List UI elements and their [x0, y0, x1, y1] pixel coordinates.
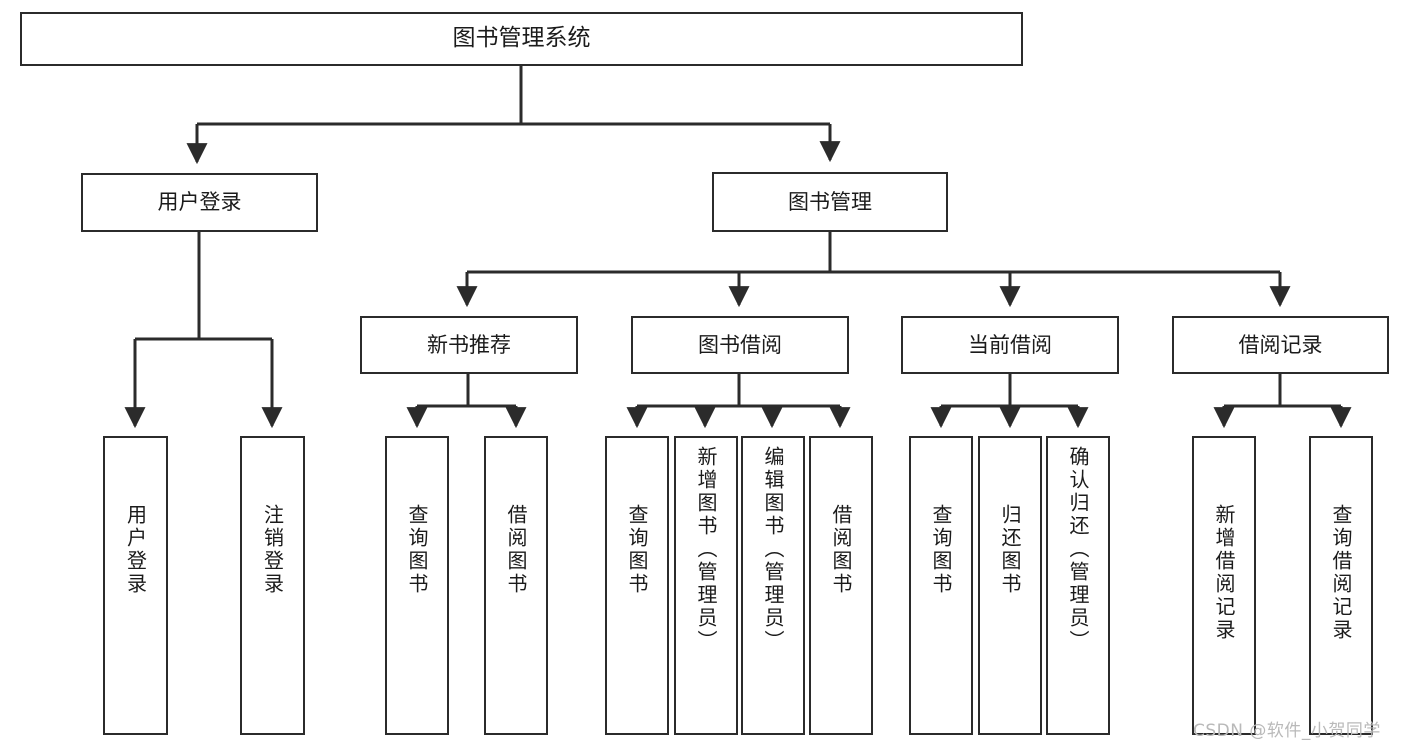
node-label: 图书借阅: [698, 332, 782, 357]
node-label: 归还图书: [998, 504, 1022, 596]
node-label: 借阅图书: [829, 504, 853, 596]
leaf-logout[interactable]: 注销登录: [240, 436, 305, 735]
node-label: 查询图书: [929, 504, 953, 596]
node-label: 借阅记录: [1238, 332, 1323, 357]
leaf-edit-book-admin[interactable]: 编辑图书（管理员）: [741, 436, 805, 735]
leaf-add-book-admin[interactable]: 新增图书（管理员）: [674, 436, 738, 735]
node-user-login[interactable]: 用户登录: [81, 173, 318, 232]
node-root-book-management-system[interactable]: 图书管理系统: [20, 12, 1023, 66]
node-label: 新书推荐: [427, 332, 511, 357]
leaf-borrow-book-recommend[interactable]: 借阅图书: [484, 436, 548, 735]
node-label: 图书管理系统: [452, 25, 591, 52]
node-book-borrow[interactable]: 图书借阅: [631, 316, 849, 374]
node-book-management[interactable]: 图书管理: [712, 172, 948, 232]
leaf-return-book[interactable]: 归还图书: [978, 436, 1042, 735]
node-label: 借阅图书: [504, 504, 528, 596]
leaf-query-book-borrow[interactable]: 查询图书: [605, 436, 669, 735]
node-label: 查询借阅记录: [1329, 504, 1353, 642]
node-label: 确认归还（管理员）: [1066, 446, 1090, 653]
leaf-query-borrow-record[interactable]: 查询借阅记录: [1309, 436, 1373, 735]
node-label: 注销登录: [260, 504, 285, 596]
node-label: 用户登录: [123, 504, 148, 596]
node-label: 新增借阅记录: [1212, 504, 1236, 642]
leaf-add-borrow-record[interactable]: 新增借阅记录: [1192, 436, 1256, 735]
node-label: 查询图书: [405, 504, 429, 596]
node-current-borrow[interactable]: 当前借阅: [901, 316, 1119, 374]
leaf-user-login[interactable]: 用户登录: [103, 436, 168, 735]
node-label: 新增图书（管理员）: [694, 446, 718, 653]
node-label: 图书管理: [788, 189, 872, 214]
leaf-confirm-return-admin[interactable]: 确认归还（管理员）: [1046, 436, 1110, 735]
node-new-book-recommend[interactable]: 新书推荐: [360, 316, 578, 374]
csdn-watermark: CSDN @软件_小贺同学: [1193, 721, 1381, 741]
node-label: 编辑图书（管理员）: [761, 446, 785, 653]
leaf-borrow-book[interactable]: 借阅图书: [809, 436, 873, 735]
node-label: 查询图书: [625, 504, 649, 596]
leaf-query-book-recommend[interactable]: 查询图书: [385, 436, 449, 735]
node-label: 当前借阅: [968, 332, 1052, 357]
node-borrow-record[interactable]: 借阅记录: [1172, 316, 1389, 374]
node-label: 用户登录: [157, 190, 242, 215]
leaf-query-book-current[interactable]: 查询图书: [909, 436, 973, 735]
